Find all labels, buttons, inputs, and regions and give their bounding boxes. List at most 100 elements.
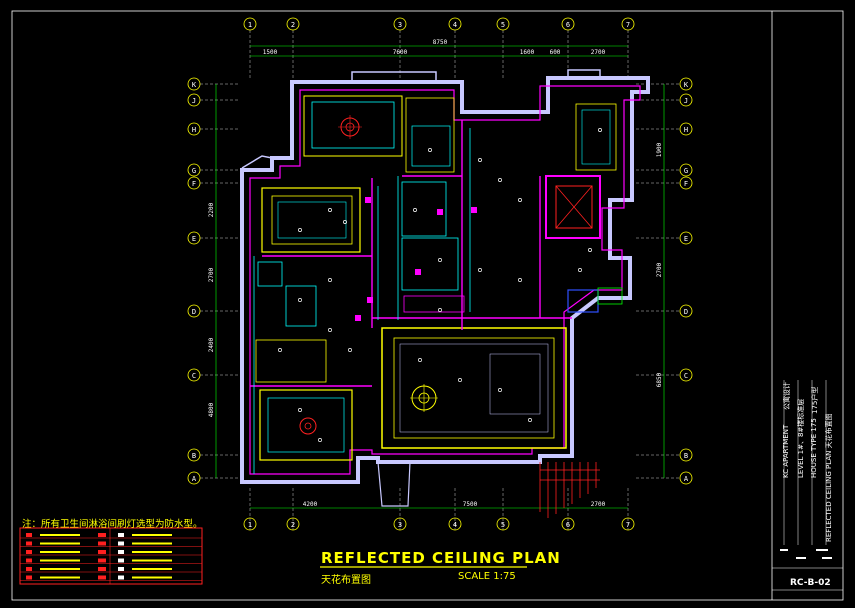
grid-label-col: 5	[501, 21, 505, 29]
grid-label-row: G	[192, 167, 196, 175]
grid-bubble-col	[393, 517, 407, 531]
grid-bubble-row	[679, 176, 693, 190]
title-block-mark-2	[796, 557, 806, 559]
grid-label-row: B	[684, 452, 688, 460]
grid-bubble-row	[679, 163, 693, 177]
grid-label-col: 7	[626, 521, 630, 529]
grid-label-row: C	[684, 372, 688, 380]
room-corridor	[255, 339, 327, 383]
dimension-label: 8750	[433, 39, 448, 46]
grid-bubble-row	[679, 231, 693, 245]
tb-house-type-cn: 175户型	[811, 386, 819, 414]
grid-label-row: K	[684, 81, 689, 89]
grid-bubble-row	[187, 471, 201, 485]
drawing-scale: SCALE 1:75	[458, 571, 516, 582]
grid-label-row: E	[684, 235, 688, 243]
dimension-label: 7600	[393, 49, 408, 56]
floor-plan	[240, 69, 650, 518]
grid-bubble-row	[679, 448, 693, 462]
dimension-label: 2700	[656, 262, 663, 277]
title-block-mark-4	[822, 557, 832, 559]
dimension-label: 2700	[591, 501, 606, 508]
dimension-label: 4200	[303, 501, 318, 508]
grid-bubble-row	[679, 368, 693, 382]
chandelier-bedroom-3	[299, 417, 317, 435]
dimension-label: 1500	[263, 49, 278, 56]
grid-bubble-row	[679, 93, 693, 107]
grid-label-row: J	[192, 97, 196, 105]
grid-bubble-row	[187, 122, 201, 136]
tb-level: LEVEL 1#、8#楼标准层	[797, 398, 805, 478]
grid-label-col: 5	[501, 521, 505, 529]
title-block-lines	[783, 380, 827, 545]
grid-bubble-row	[187, 163, 201, 177]
grid-bubble-col	[286, 517, 300, 531]
dimension-label: 2700	[208, 267, 215, 282]
room-master-bath	[405, 97, 455, 173]
grid-label-col: 2	[291, 21, 295, 29]
grid-label-col: 3	[398, 521, 402, 529]
grid-label-col: 3	[398, 21, 402, 29]
grid-label-row: E	[192, 235, 196, 243]
grid-bubble-row	[679, 471, 693, 485]
grid-bubble-col	[243, 17, 257, 31]
outer-wall	[240, 76, 650, 484]
dimension-label: 2400	[208, 337, 215, 352]
grid-bubble-col	[286, 17, 300, 31]
bay-window-left	[241, 155, 273, 169]
grid-label-row: B	[192, 452, 196, 460]
grid-label-col: 1	[248, 21, 252, 29]
dimension-label: 2200	[208, 202, 215, 217]
grid-label-row: D	[192, 308, 196, 316]
grid-bubble-row	[679, 304, 693, 318]
grid-label-row: J	[684, 97, 688, 105]
grid-bubble-col	[496, 17, 510, 31]
dimension-label: 1900	[656, 142, 663, 157]
legend-table	[19, 527, 203, 585]
grid-bubble-row	[187, 448, 201, 462]
balcony-steps	[539, 462, 600, 518]
grid-bubble-col	[561, 17, 575, 31]
cyan-walls	[253, 128, 471, 474]
bay-window-topright	[567, 69, 601, 78]
grid-label-row: G	[684, 167, 688, 175]
grid-bubble-row	[187, 93, 201, 107]
grid-label-col: 1	[248, 521, 252, 529]
grid-bubble-row	[187, 368, 201, 382]
room-living-dining	[381, 327, 567, 449]
grid-bubble-row	[187, 176, 201, 190]
ceiling-bedroom-2	[271, 195, 353, 245]
interior-walls	[250, 120, 572, 387]
grid-bubble-col	[621, 17, 635, 31]
grid-label-row: H	[684, 126, 688, 134]
title-block-mark-1	[780, 549, 788, 551]
grid-bubble-col	[496, 517, 510, 531]
grid-label-row: K	[192, 81, 197, 89]
light-fixtures	[278, 128, 602, 442]
room-bedroom-2	[261, 187, 361, 253]
grid-bubble-row	[679, 77, 693, 91]
grid-bubble-col	[448, 517, 462, 531]
room-bedroom-3	[259, 389, 353, 461]
sheet-border	[11, 10, 844, 601]
dimension-label: 600	[550, 49, 561, 56]
grid-bubble-col	[621, 517, 635, 531]
bay-window-top	[351, 71, 437, 82]
elevator-shaft	[545, 175, 601, 239]
grid-label-row: F	[684, 180, 688, 188]
grid-label-row: D	[684, 308, 688, 316]
dimension-label: 2700	[591, 49, 606, 56]
outer-wall-inner	[249, 85, 641, 475]
drawing-number: RC-B-02	[790, 578, 831, 588]
tb-project: KC APARTMENT	[782, 424, 790, 478]
dimension-label: 6850	[656, 372, 663, 387]
dimension-label: 1600	[520, 49, 535, 56]
general-note: 注：所有卫生间淋浴间刷灯选型为防水型。	[22, 519, 203, 530]
grid-label-row: A	[684, 475, 689, 483]
tb-house-type: HOUSE TYPE 175	[810, 418, 818, 478]
drawing-title-cn: 天花布置图	[321, 575, 371, 586]
tb-drawing-title: REFLECTED CEILING PLAN 天花布置图	[825, 413, 833, 542]
grid-bubble-row	[187, 304, 201, 318]
